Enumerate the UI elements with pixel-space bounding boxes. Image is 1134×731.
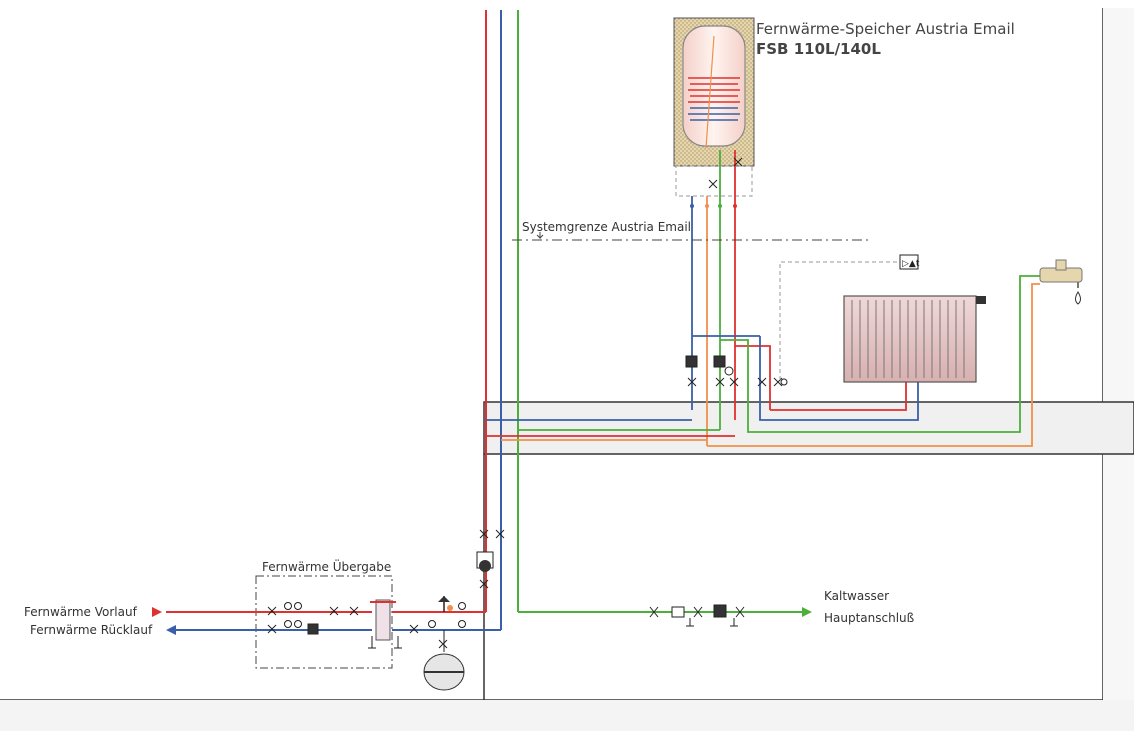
floor-distribution bbox=[486, 419, 735, 441]
cold-water-label-1: Kaltwasser bbox=[824, 589, 889, 603]
manifold-valves bbox=[685, 157, 788, 387]
tank-model-label: FSB 110L/140L bbox=[756, 40, 881, 58]
return-label: Fernwärme Rücklauf bbox=[30, 623, 153, 637]
handover-label: Fernwärme Übergabe bbox=[262, 558, 391, 574]
heating-coil-hot bbox=[688, 77, 740, 103]
riser-pump-valves bbox=[476, 529, 505, 589]
handover-station bbox=[166, 575, 501, 691]
cold-water-label-2: Hauptanschluß bbox=[824, 611, 915, 625]
heating-coil-cold bbox=[688, 107, 740, 121]
radiator bbox=[843, 295, 986, 383]
faucet bbox=[1039, 259, 1083, 305]
storage-tank bbox=[673, 17, 755, 197]
system-boundary bbox=[512, 232, 868, 241]
tank-title-label: Fernwärme-Speicher Austria Email bbox=[756, 20, 1015, 38]
control-line: ▷▲t bbox=[779, 254, 920, 380]
system-boundary-label: Systemgrenze Austria Email bbox=[522, 220, 691, 234]
cold-water-line bbox=[518, 604, 812, 627]
tank-pipes bbox=[690, 150, 1040, 447]
svg-text:▷▲t: ▷▲t bbox=[902, 259, 920, 269]
supply-label: Fernwärme Vorlauf bbox=[24, 605, 138, 619]
risers bbox=[485, 10, 519, 630]
inlet-arrows bbox=[152, 607, 176, 635]
